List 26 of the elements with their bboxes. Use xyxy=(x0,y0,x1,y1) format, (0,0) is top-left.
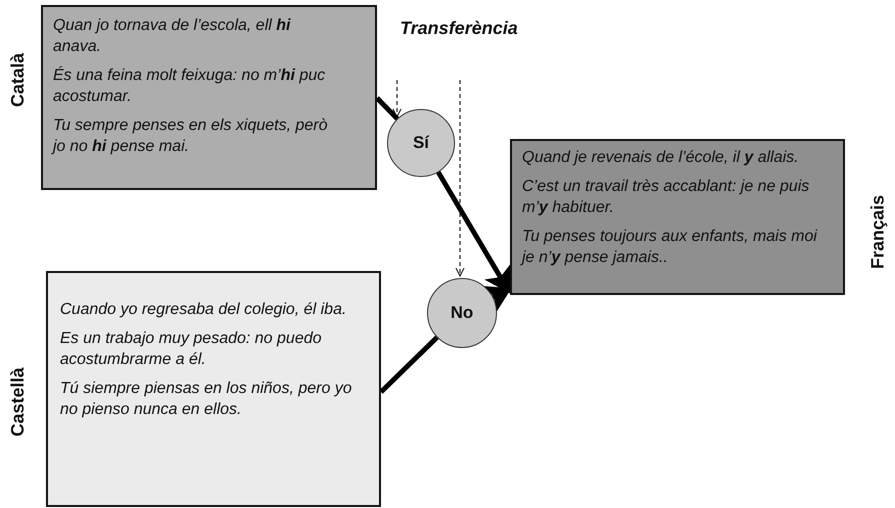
connector-line xyxy=(375,96,400,120)
circle-label: Sí xyxy=(412,133,430,153)
example-sentence: C’est un travail très accablant: je ne puis m’y habituer. xyxy=(522,177,810,218)
example-sentence: Tu sempre penses en els xiquets, però jo no hi pense mai. xyxy=(53,116,329,157)
arrow xyxy=(436,170,510,294)
diagram-title: Transferència xyxy=(400,18,518,39)
example-sentence: Es un trabajo muy pesado: no puedo acostumbrarme a él. xyxy=(60,329,323,370)
example-sentence: Tú siempre piensas en los niños, pero yo no pienso nunca en ellos. xyxy=(60,379,353,420)
language-label: Castellà xyxy=(8,367,28,437)
decision-circle xyxy=(387,109,455,177)
language-label: Français xyxy=(868,194,888,270)
example-sentence: Tu penses toujours aux enfants, mais moi je n’y pense jamais.. xyxy=(522,227,818,268)
example-sentence: Quan jo tornava de l’escola, ell hi anava. xyxy=(53,16,292,57)
example-sentence: Quand je revenais de l’école, il y allais. xyxy=(522,148,800,168)
circle-label: No xyxy=(450,303,474,323)
connector-line xyxy=(379,336,439,394)
sentence-box xyxy=(41,5,377,190)
dashed-arrow xyxy=(456,80,464,277)
sentence-box xyxy=(510,139,845,295)
arrow xyxy=(482,286,512,313)
example-sentence: És una feina molt feixuga: no m’hi puc acostumar. xyxy=(53,65,326,107)
dashed-arrow xyxy=(392,80,402,118)
sentence-box xyxy=(46,271,381,507)
language-label: Català xyxy=(8,52,28,108)
decision-circle xyxy=(427,278,497,348)
example-sentence: Cuando yo regresaba del colegio, él iba. xyxy=(60,300,348,320)
